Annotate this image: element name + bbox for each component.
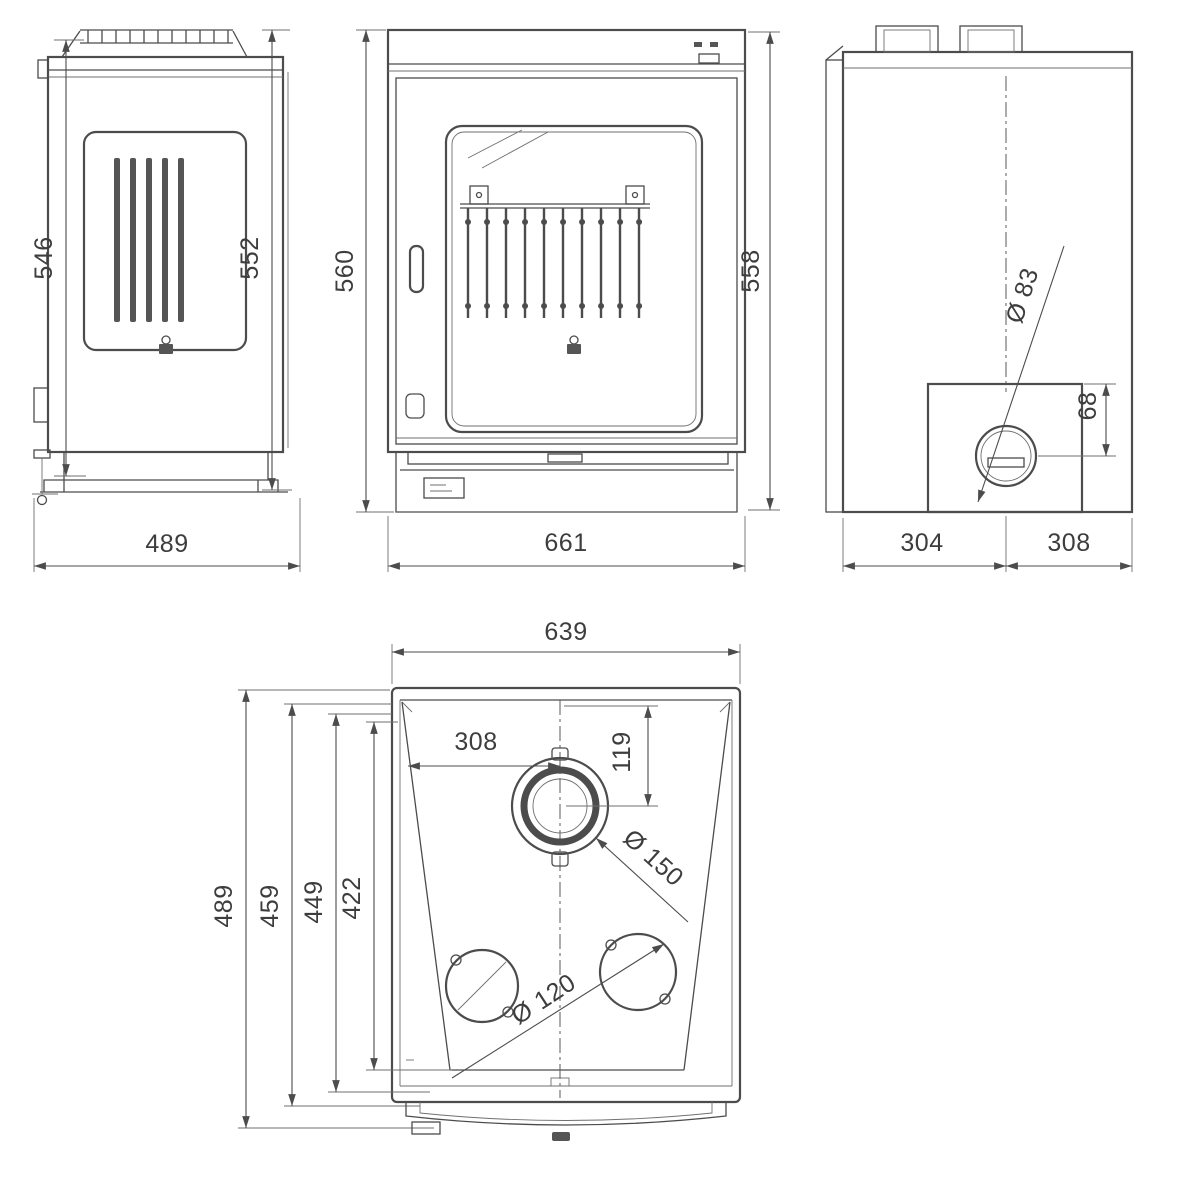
front-grate-bars — [466, 208, 641, 318]
rear-flue-slot — [987, 457, 1025, 468]
front-door-handle — [408, 244, 425, 294]
side-top-bracket — [37, 59, 49, 79]
dim-422-extensions — [366, 721, 452, 1071]
front-body-outline — [386, 28, 747, 454]
dim-489-top-label: 489 — [210, 884, 238, 927]
dim-119-extensions — [564, 705, 658, 807]
dim-552-extensions — [262, 29, 292, 491]
rear-view: Ø 83 68 304 308 — [825, 25, 1134, 572]
top-right-outlet-hole — [598, 932, 678, 1012]
dim-449-label: 449 — [300, 880, 328, 923]
dim-661-label: 661 — [544, 529, 587, 557]
rear-flue-outlet — [974, 424, 1038, 488]
dim-422-label: 422 — [338, 876, 366, 919]
top-corner-marks — [401, 701, 731, 713]
side-body-outline — [46, 55, 285, 454]
dim-489-top-extensions — [238, 689, 434, 1129]
dim-outlet-120-leader — [451, 943, 665, 1079]
top-outer-outline — [390, 686, 742, 1104]
top-door-handle — [552, 1132, 570, 1141]
side-top-grille — [61, 29, 248, 58]
rear-convection-stubs — [875, 25, 1023, 53]
dim-68-extensions — [1038, 383, 1116, 457]
dim-459-label: 459 — [256, 884, 284, 927]
dim-560-label: 560 — [331, 249, 359, 292]
rear-flue-outlet-inner — [980, 430, 1032, 482]
front-grate-rail — [460, 203, 650, 209]
dim-546-label: 546 — [30, 236, 58, 279]
dim-flue-150-leader — [595, 837, 689, 923]
dim-489-extensions — [33, 498, 301, 572]
front-rail-clips — [469, 185, 645, 205]
top-door-slab — [405, 1102, 727, 1126]
front-vent-holes — [694, 42, 718, 47]
front-glass-reflection — [467, 129, 549, 169]
front-base-outline — [395, 452, 738, 513]
side-lock-icon — [159, 335, 173, 354]
front-glass — [444, 124, 704, 434]
front-lower-latch — [405, 393, 425, 419]
front-lock-icon — [567, 335, 581, 354]
front-ash-lip — [407, 451, 729, 465]
dim-560-extensions — [356, 29, 394, 513]
dim-558-extensions — [748, 31, 780, 511]
dim-304-label: 304 — [900, 529, 943, 557]
dim-flue-83-label: Ø 83 — [1000, 264, 1044, 326]
side-rear-bracket — [33, 387, 49, 423]
dim-flue-150-label: Ø 150 — [618, 824, 689, 892]
rear-body-outline — [841, 50, 1134, 514]
front-view: 560 558 661 — [331, 28, 780, 572]
dim-459-extensions — [284, 703, 420, 1107]
top-door-hinge — [411, 1121, 441, 1135]
dim-552-label: 552 — [236, 236, 264, 279]
top-rear-latch — [550, 1077, 570, 1087]
side-vent-slats — [114, 158, 184, 322]
dim-308-label: 308 — [1047, 529, 1090, 557]
side-base — [40, 452, 288, 493]
dim-639-label: 639 — [544, 618, 587, 646]
side-view: 546 552 489 — [30, 29, 301, 572]
rear-lower-panel — [926, 382, 1084, 514]
dim-119-label: 119 — [608, 731, 636, 772]
top-door-slab-inner — [419, 1102, 713, 1121]
front-door-frame — [395, 77, 738, 445]
dim-546-extensions — [54, 39, 86, 477]
top-view: 639 308 119 489 459 449 422 Ø 150 Ø 12 — [210, 618, 742, 1141]
dim-68-label: 68 — [1074, 392, 1102, 421]
dim-flue-83-leader — [977, 245, 1065, 503]
side-floor-fixing-detail — [32, 449, 58, 506]
rear-side-strip — [825, 59, 844, 513]
front-glass-inner — [451, 131, 697, 427]
dim-489-label: 489 — [145, 530, 188, 558]
dim-639-extensions — [391, 644, 741, 684]
top-firebox-taper — [401, 701, 731, 1071]
rear-side-strip-chamfer — [825, 45, 844, 61]
top-left-outlet-hole — [444, 948, 520, 1024]
dim-308-top-label: 308 — [454, 728, 497, 756]
front-rating-plate — [423, 477, 465, 499]
dim-558-label: 558 — [737, 249, 765, 292]
front-top-latch — [698, 53, 720, 64]
